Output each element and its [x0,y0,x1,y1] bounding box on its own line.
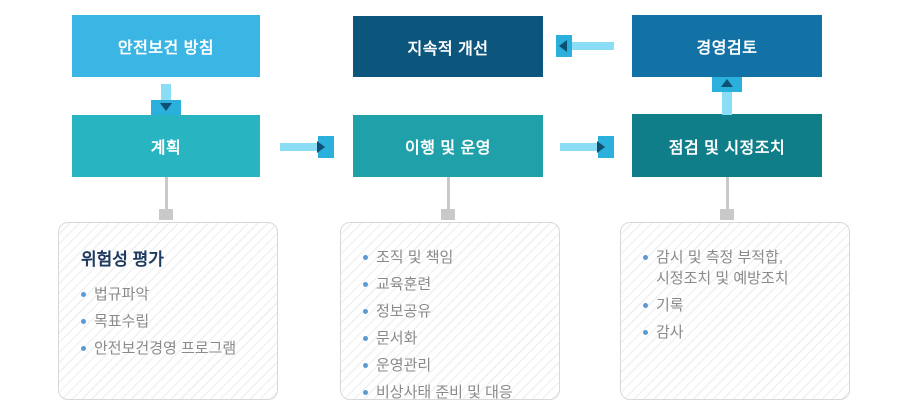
detail-panel-implementation-operation: 조직 및 책임 교육훈련 정보공유 문서화 운영관리 비상사태 준비 및 대응 [340,222,560,403]
bullet-icon [363,255,368,260]
bullet-icon [81,292,86,297]
bullet-icon [363,363,368,368]
bullet-icon [643,303,648,308]
detail-panel-risk-assessment: 위험성 평가 법규파악 목표수립 안전보건경영 프로그램 [58,222,278,400]
arrow-left-bar [566,42,614,50]
list-item-text: 조직 및 책임 [376,249,454,266]
list-item: 목표수립 [81,311,261,332]
list-item-text: 정보공유 [376,303,432,320]
list-item: 조직 및 책임 [363,247,543,268]
connector-line [447,177,450,213]
detail-panel-check-corrective-action: 감시 및 측정 부적합, 시정조치 및 예방조치 기록 감사 [620,222,850,400]
bullet-icon [643,330,648,335]
list-item-text: 감사 [656,324,684,341]
list-item: 정보공유 [363,301,543,322]
list-item-text: 비상사태 준비 및 대응 [376,384,513,401]
flow-box-management-review: 경영검토 [632,15,822,77]
list-item: 안전보건경영 프로그램 [81,338,261,359]
arrow-right-head-icon [597,141,605,153]
bullet-icon [643,255,648,260]
flow-box-safety-policy: 안전보건 방침 [72,15,260,77]
arrow-right-head-icon [317,141,325,153]
panel-item-list: 감시 및 측정 부적합, 시정조치 및 예방조치 기록 감사 [643,247,833,343]
list-item: 법규파악 [81,284,261,305]
panel-heading: 위험성 평가 [81,250,164,269]
list-item-text: 기록 [656,297,684,314]
arrow-down-head-icon [160,103,172,111]
connector-line [165,177,168,213]
arrow-left-head-icon [559,40,567,52]
list-item: 비상사태 준비 및 대응 [363,382,543,403]
bullet-icon [363,309,368,314]
list-item-text: 교육훈련 [376,276,432,293]
flow-box-continual-improvement-label: 지속적 개선 [407,40,489,58]
connector-end-square [441,209,455,220]
bullet-icon [363,282,368,287]
list-item: 운영관리 [363,355,543,376]
arrow-up-head-icon [721,79,733,87]
panel-item-list: 법규파악 목표수립 안전보건경영 프로그램 [81,284,261,359]
flow-box-implementation-operation: 이행 및 운영 [353,115,543,177]
list-item-text: 법규파악 [94,286,150,303]
list-item-text: 문서화 [376,330,418,347]
flow-box-implementation-operation-label: 이행 및 운영 [405,140,491,157]
list-item-text: 운영관리 [376,357,432,374]
flow-box-plan-label: 계획 [150,140,182,157]
arrow-down-bar [161,84,171,108]
bullet-icon [363,336,368,341]
list-item: 감사 [643,322,833,343]
flow-box-continual-improvement: 지속적 개선 [353,16,543,77]
bullet-icon [363,390,368,395]
arrow-right-bar [560,143,604,151]
flow-box-plan: 계획 [72,115,260,177]
list-item: 감시 및 측정 부적합, 시정조치 및 예방조치 [643,247,833,289]
connector-line [726,177,729,213]
connector-end-square [159,209,173,220]
list-item: 기록 [643,295,833,316]
flow-box-management-review-label: 경영검토 [696,40,758,57]
list-item-text: 목표수립 [94,313,150,330]
list-item: 교육훈련 [363,274,543,295]
connector-end-square [720,209,734,220]
list-item-text: 안전보건경영 프로그램 [94,340,237,357]
arrow-up-bar [722,88,732,115]
bullet-icon [81,319,86,324]
flow-box-check-corrective-action: 점검 및 시정조치 [632,114,822,177]
list-item: 문서화 [363,328,543,349]
arrow-right-bar [280,143,324,151]
list-item-text: 감시 및 측정 부적합, 시정조치 및 예방조치 [656,249,789,287]
flow-box-check-corrective-action-label: 점검 및 시정조치 [668,139,786,157]
panel-item-list: 조직 및 책임 교육훈련 정보공유 문서화 운영관리 비상사태 준비 및 대응 [363,247,543,403]
bullet-icon [81,346,86,351]
flow-box-safety-policy-label: 안전보건 방침 [117,40,215,57]
